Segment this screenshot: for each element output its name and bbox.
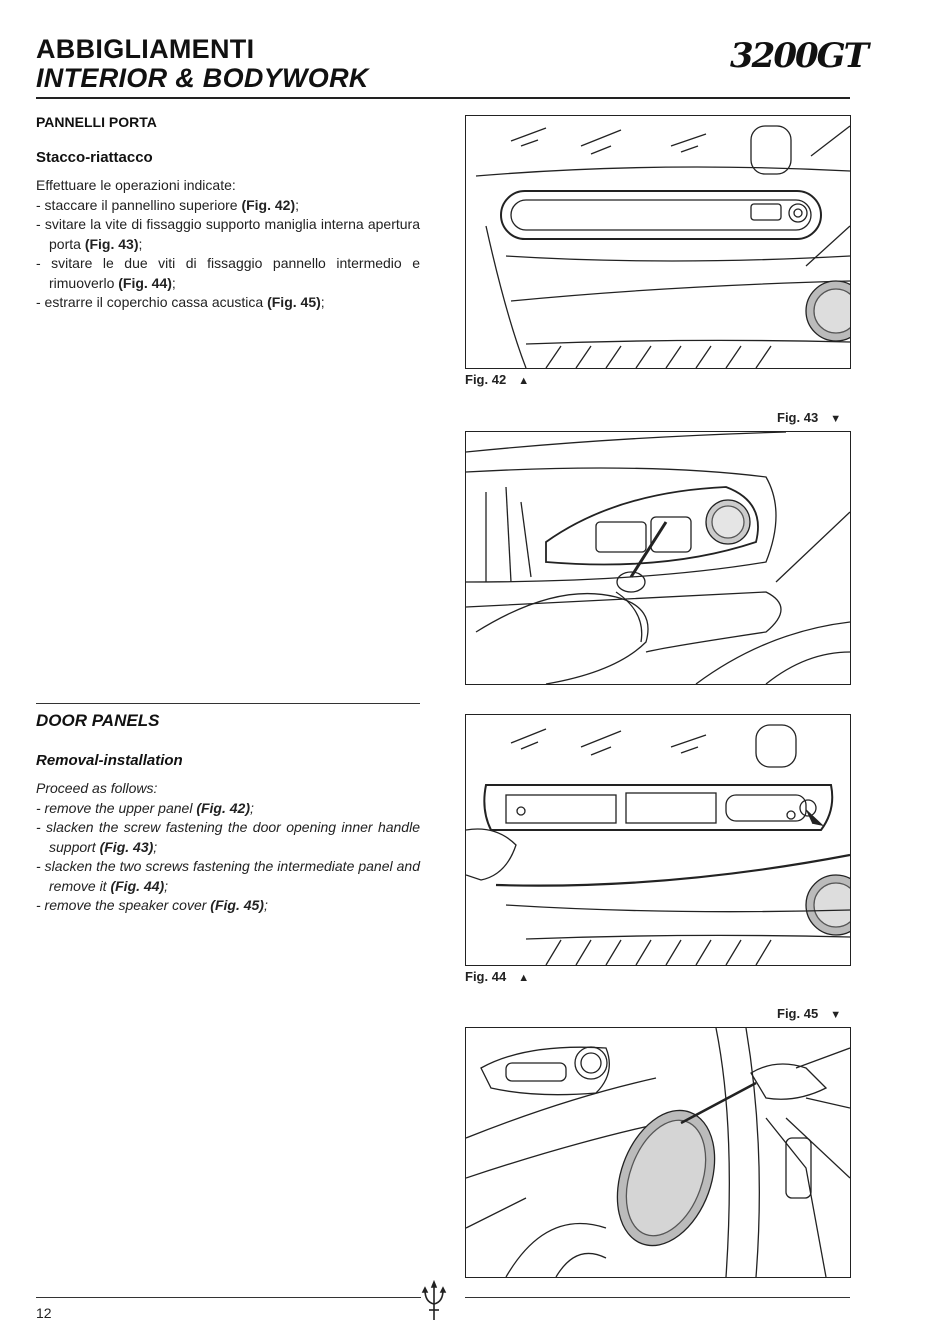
subsection-heading-english: Removal-installation: [36, 752, 183, 769]
step-item: - remove the upper panel (Fig. 42);: [36, 799, 254, 816]
figure-43-illustration: [465, 431, 851, 685]
step-item: - svitare le due viti di fissaggio panne…: [36, 255, 420, 291]
page-title-english: INTERIOR & BODYWORK: [36, 63, 369, 93]
figure-43-caption: Fig. 43▼: [777, 410, 842, 425]
figure-reference: (Fig. 44): [110, 877, 165, 894]
brand-logo: 3200GT: [730, 36, 869, 76]
step-item: - remove the speaker cover (Fig. 45);: [36, 897, 268, 913]
figure-45-illustration: [465, 1027, 851, 1278]
triangle-down-icon: ▼: [830, 413, 842, 425]
triangle-down-icon: ▼: [830, 1009, 842, 1021]
page-number: 12: [36, 1305, 52, 1321]
triangle-up-icon: ▲: [518, 972, 530, 984]
figure-44-illustration: [465, 714, 851, 966]
figure-reference: (Fig. 45): [210, 897, 264, 913]
figure-44-caption: Fig. 44▲: [465, 969, 530, 984]
footer-divider-right: [465, 1297, 850, 1298]
subsection-heading-italian: Stacco-riattacco: [36, 149, 153, 166]
section-heading-italian: PANNELLI PORTA: [36, 114, 157, 130]
header-divider: [36, 97, 850, 99]
figure-45-caption: Fig. 45▼: [777, 1006, 842, 1021]
instructions-italian: Effettuare le operazioni indicate: - sta…: [36, 176, 420, 313]
figure-reference: (Fig. 45): [267, 294, 321, 310]
figure-reference: (Fig. 44): [118, 274, 172, 291]
section-heading-english: DOOR PANELS: [36, 711, 160, 730]
intro-text: Effettuare le operazioni indicate:: [36, 177, 236, 193]
step-item: - estrarre il coperchio cassa acustica (…: [36, 294, 325, 310]
figure-42-caption: Fig. 42▲: [465, 372, 530, 387]
instructions-english: Proceed as follows: - remove the upper p…: [36, 779, 420, 916]
figure-reference: (Fig. 43): [99, 838, 154, 855]
step-item: - slacken the two screws fastening the i…: [36, 858, 420, 894]
footer-divider-left: [36, 1297, 421, 1298]
figure-42-illustration: [465, 115, 851, 369]
trident-icon: [421, 1279, 447, 1322]
page-title-italian: ABBIGLIAMENTI: [36, 34, 255, 64]
step-item: - staccare il pannellino superiore (Fig.…: [36, 196, 300, 213]
step-item: - slacken the screw fastening the door o…: [36, 819, 420, 855]
section-divider: [36, 703, 420, 704]
triangle-up-icon: ▲: [518, 375, 530, 387]
figure-reference: (Fig. 42): [241, 196, 296, 213]
step-item: - svitare la vite di fissaggio supporto …: [36, 216, 420, 252]
intro-text: Proceed as follows:: [36, 780, 158, 796]
figure-reference: (Fig. 43): [84, 235, 139, 252]
figure-reference: (Fig. 42): [196, 799, 250, 816]
